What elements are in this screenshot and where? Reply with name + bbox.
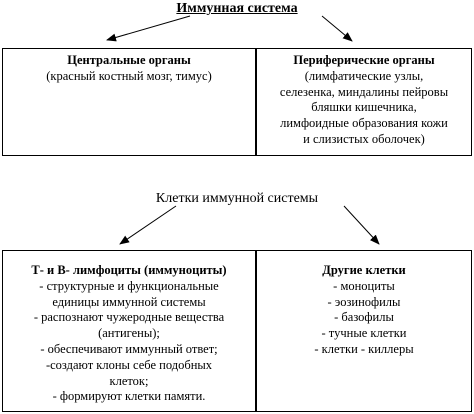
peripheral-organs-title: Периферические органы: [293, 53, 435, 67]
other-cells-box: Другие клетки - моноциты - эозинофилы - …: [256, 250, 472, 412]
other-cells-title: Другие клетки: [322, 263, 406, 277]
lymphocytes-line: -создают клоны себе подобных: [45, 357, 213, 372]
arrow-to-peripheral: [321, 15, 353, 42]
peripheral-organs-line: селезенка, миндалины пейровы: [279, 84, 449, 99]
other-cells-line: - моноциты: [333, 278, 395, 293]
diagram-title: Иммунная система: [0, 1, 474, 17]
central-organs-line: (красный костный мозг, тимус): [46, 68, 212, 83]
lymphocytes-title: Т- и В- лимфоциты (иммуноциты): [31, 263, 227, 277]
arrow-to-central: [106, 15, 191, 42]
peripheral-organs-line: (лимфатические узлы,: [304, 68, 424, 83]
central-organs-box: Центральные органы (красный костный мозг…: [2, 48, 256, 156]
title-text: Иммунная система: [176, 1, 298, 16]
lymphocytes-line: - распознают чужеродные вещества: [33, 310, 225, 325]
peripheral-organs-box: Периферические органы (лимфатические узл…: [256, 48, 472, 156]
lymphocytes-box: Т- и В- лимфоциты (иммуноциты) - структу…: [2, 250, 256, 412]
arrow-to-other-cells: [343, 205, 380, 245]
lymphocytes-line: (антигены);: [98, 326, 160, 341]
other-cells-line: - клетки - киллеры: [314, 341, 414, 356]
lymphocytes-line: - структурные и функциональные: [39, 278, 219, 293]
other-cells-line: - базофилы: [334, 310, 394, 325]
lymphocytes-line: клеток;: [109, 373, 149, 388]
lymphocytes-line: единицы иммунной системы: [52, 294, 206, 309]
peripheral-organs-line: лимфоидные образования кожи: [280, 116, 448, 131]
peripheral-organs-line: и слизистых оболочек): [303, 131, 425, 146]
other-cells-line: - тучные клетки: [321, 326, 407, 341]
central-organs-title: Центральные органы: [67, 53, 191, 67]
arrow-to-lymphocytes: [119, 205, 177, 245]
peripheral-organs-line: бляшки кишечника,: [311, 100, 417, 115]
lymphocytes-line: - обеспечивают иммунный ответ;: [40, 341, 218, 356]
lymphocytes-line: - формируют клетки памяти.: [52, 389, 206, 404]
cells-title: Клетки иммунной системы: [155, 191, 319, 206]
other-cells-line: - эозинофилы: [327, 294, 401, 309]
